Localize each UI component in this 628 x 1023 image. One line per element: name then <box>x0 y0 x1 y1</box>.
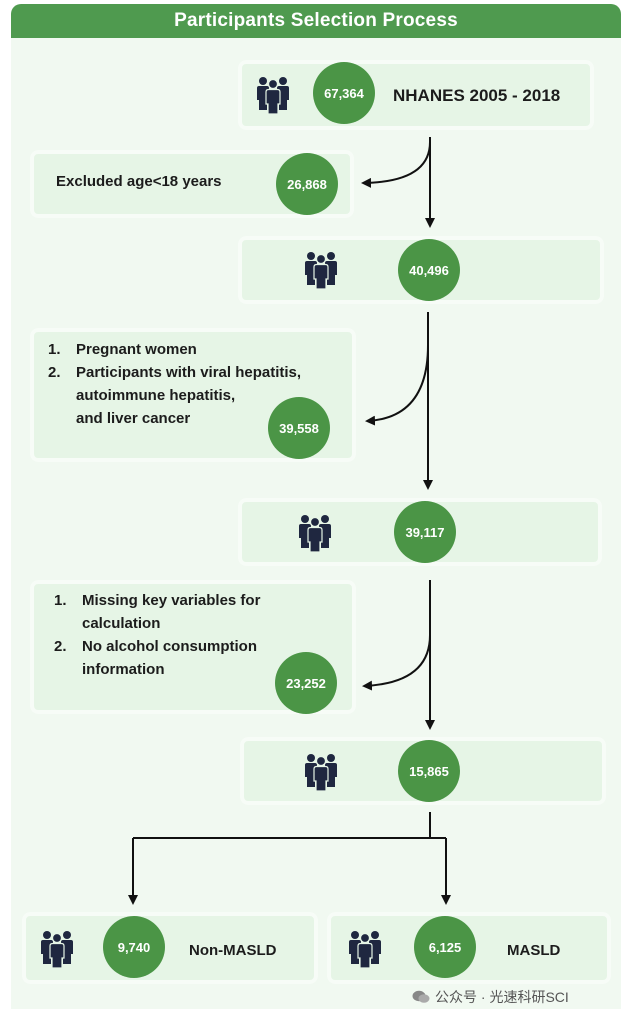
count-circle-final-sample: 15,865 <box>398 740 460 802</box>
count-circle-nhanes: 67,364 <box>313 62 375 124</box>
count-circle-after-exclusion: 39,117 <box>394 501 456 563</box>
node-label-non-masld: Non-MASLD <box>189 942 277 959</box>
arrow-exclusion-2 <box>365 344 429 426</box>
count-circle-missing-data: 23,252 <box>275 652 337 714</box>
exclusion-list-pregnancy-liver: 1.Pregnant women 2.Participants with vir… <box>48 338 301 430</box>
count-circle-masld: 6,125 <box>414 916 476 978</box>
count-circle-adults: 40,496 <box>398 239 460 301</box>
node-label-nhanes: NHANES 2005 - 2018 <box>393 86 561 105</box>
count-circle-age: 26,868 <box>276 153 338 215</box>
count-circle-pregnancy-liver: 39,558 <box>268 397 330 459</box>
node-box-nhanes <box>238 60 594 130</box>
arrow-exclusion-3 <box>362 634 431 691</box>
arrow-exclusion-1 <box>361 141 431 188</box>
list-item: 1.Pregnant women <box>48 341 197 358</box>
list-item: 2.Participants with viral hepatitis,auto… <box>48 364 302 427</box>
watermark: 公众号 · 光速科研SCI <box>412 987 569 1007</box>
exclusion-label-age: Excluded age<18 years <box>56 173 222 190</box>
wechat-icon <box>412 990 430 1003</box>
count-circle-non-masld: 9,740 <box>103 916 165 978</box>
diagram-title: Participants Selection Process <box>11 4 621 38</box>
node-label-masld: MASLD <box>507 942 561 959</box>
watermark-text: 公众号 · 光速科研SCI <box>435 989 569 1005</box>
